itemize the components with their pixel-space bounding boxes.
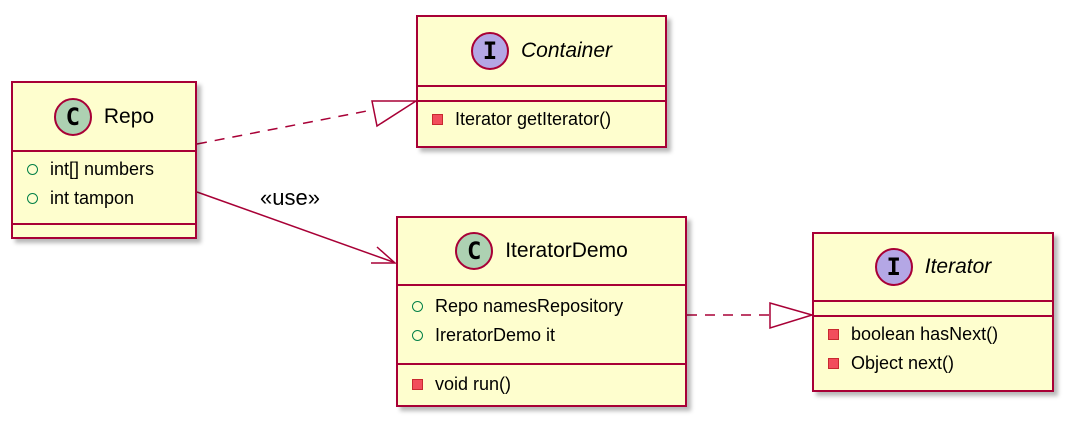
realization-arrowhead <box>371 100 419 128</box>
method-row: void run() <box>412 370 671 399</box>
use-stereotype-label: «use» <box>260 185 320 210</box>
interface-badge-icon: I <box>874 248 913 286</box>
method-row: Iterator getIterator() <box>432 105 651 134</box>
iterator-methods-section: boolean hasNext() Object next() <box>814 317 1052 381</box>
private-method-icon <box>828 329 839 340</box>
public-field-icon <box>412 330 423 341</box>
class-badge-icon: C <box>455 232 494 270</box>
field-text: IreratorDemo it <box>435 325 556 345</box>
method-text: Object next() <box>851 353 955 373</box>
iteratordemo-class[interactable]: C IteratorDemo Repo namesRepository Irer… <box>396 216 687 407</box>
iterator-name: Iterator <box>924 255 992 278</box>
repo-container-realization <box>196 109 373 145</box>
method-row: Object next() <box>828 349 1038 378</box>
iterator-header: I Iterator <box>814 234 1052 302</box>
repo-iteratordemo-use <box>196 191 394 263</box>
repo-name: Repo <box>103 104 155 128</box>
field-text: int tampon <box>50 188 135 208</box>
container-methods-section: Iterator getIterator() <box>418 102 665 137</box>
field-row: IreratorDemo it <box>412 321 671 350</box>
method-text: void run() <box>435 374 512 394</box>
interface-badge-icon: I <box>470 32 509 70</box>
repo-class[interactable]: C Repo int[] numbers int tampon <box>11 81 197 239</box>
container-name: Container <box>520 39 613 62</box>
field-row: Repo namesRepository <box>412 292 671 321</box>
private-method-icon <box>412 379 423 390</box>
container-fields-section <box>418 87 665 102</box>
iteratordemo-name: IteratorDemo <box>505 239 628 262</box>
field-text: int[] numbers <box>50 159 155 179</box>
class-badge-icon: C <box>53 97 92 136</box>
repo-fields-section: int[] numbers int tampon <box>13 152 195 225</box>
realization-arrowhead <box>769 302 815 330</box>
use-arrowhead <box>371 246 397 264</box>
container-header: I Container <box>418 17 665 87</box>
field-row: int tampon <box>27 184 181 213</box>
iterator-interface[interactable]: I Iterator boolean hasNext() Object next… <box>812 232 1054 392</box>
public-field-icon <box>412 301 423 312</box>
iteratordemo-methods-section: void run() <box>398 365 685 402</box>
private-method-icon <box>828 358 839 369</box>
iterator-fields-section <box>814 302 1052 317</box>
public-field-icon <box>27 164 38 175</box>
repo-header: C Repo <box>13 83 195 152</box>
method-text: Iterator getIterator() <box>455 109 612 129</box>
container-interface[interactable]: I Container Iterator getIterator() <box>416 15 667 148</box>
method-row: boolean hasNext() <box>828 320 1038 349</box>
field-text: Repo namesRepository <box>435 296 624 316</box>
field-row: int[] numbers <box>27 155 181 184</box>
public-field-icon <box>27 193 38 204</box>
method-text: boolean hasNext() <box>851 324 999 344</box>
iteratordemo-header: C IteratorDemo <box>398 218 685 286</box>
private-method-icon <box>432 114 443 125</box>
iteratordemo-fields-section: Repo namesRepository IreratorDemo it <box>398 286 685 365</box>
